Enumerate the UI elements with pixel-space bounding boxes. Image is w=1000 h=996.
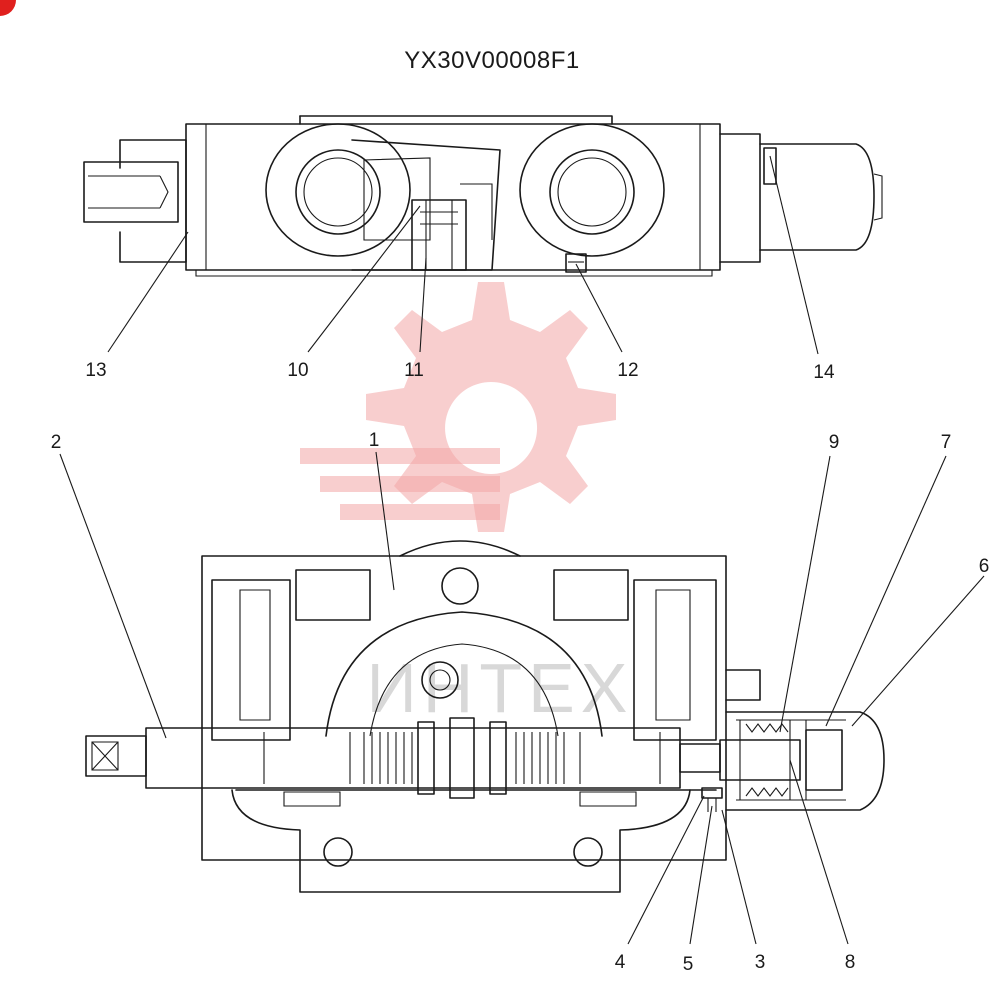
section-view-labels: 2 1 9 7 6 4 5 3 8: [51, 430, 990, 975]
label-3: 3: [755, 952, 766, 973]
label-4: 4: [615, 952, 626, 973]
label-12: 12: [617, 360, 638, 381]
label-7: 7: [941, 432, 952, 453]
watermark-logo: ИНТЕХ: [300, 282, 633, 727]
label-13: 13: [85, 360, 106, 381]
label-8: 8: [845, 952, 856, 973]
section-view: [85, 540, 885, 893]
label-1: 1: [369, 430, 380, 451]
label-11: 11: [404, 360, 424, 381]
label-6: 6: [979, 556, 990, 577]
spool-lands: [363, 717, 565, 799]
label-5: 5: [683, 954, 694, 975]
top-view: [83, 115, 883, 277]
label-10: 10: [287, 360, 308, 381]
top-view-labels: 13 10 11 12 14: [85, 155, 835, 383]
label-14: 14: [813, 362, 835, 383]
label-9: 9: [829, 432, 840, 453]
drawing-title: YX30V00008F1: [404, 47, 579, 74]
corner-badge: [0, 0, 16, 16]
watermark-text: ИНТЕХ: [366, 649, 633, 727]
label-2: 2: [51, 432, 62, 453]
